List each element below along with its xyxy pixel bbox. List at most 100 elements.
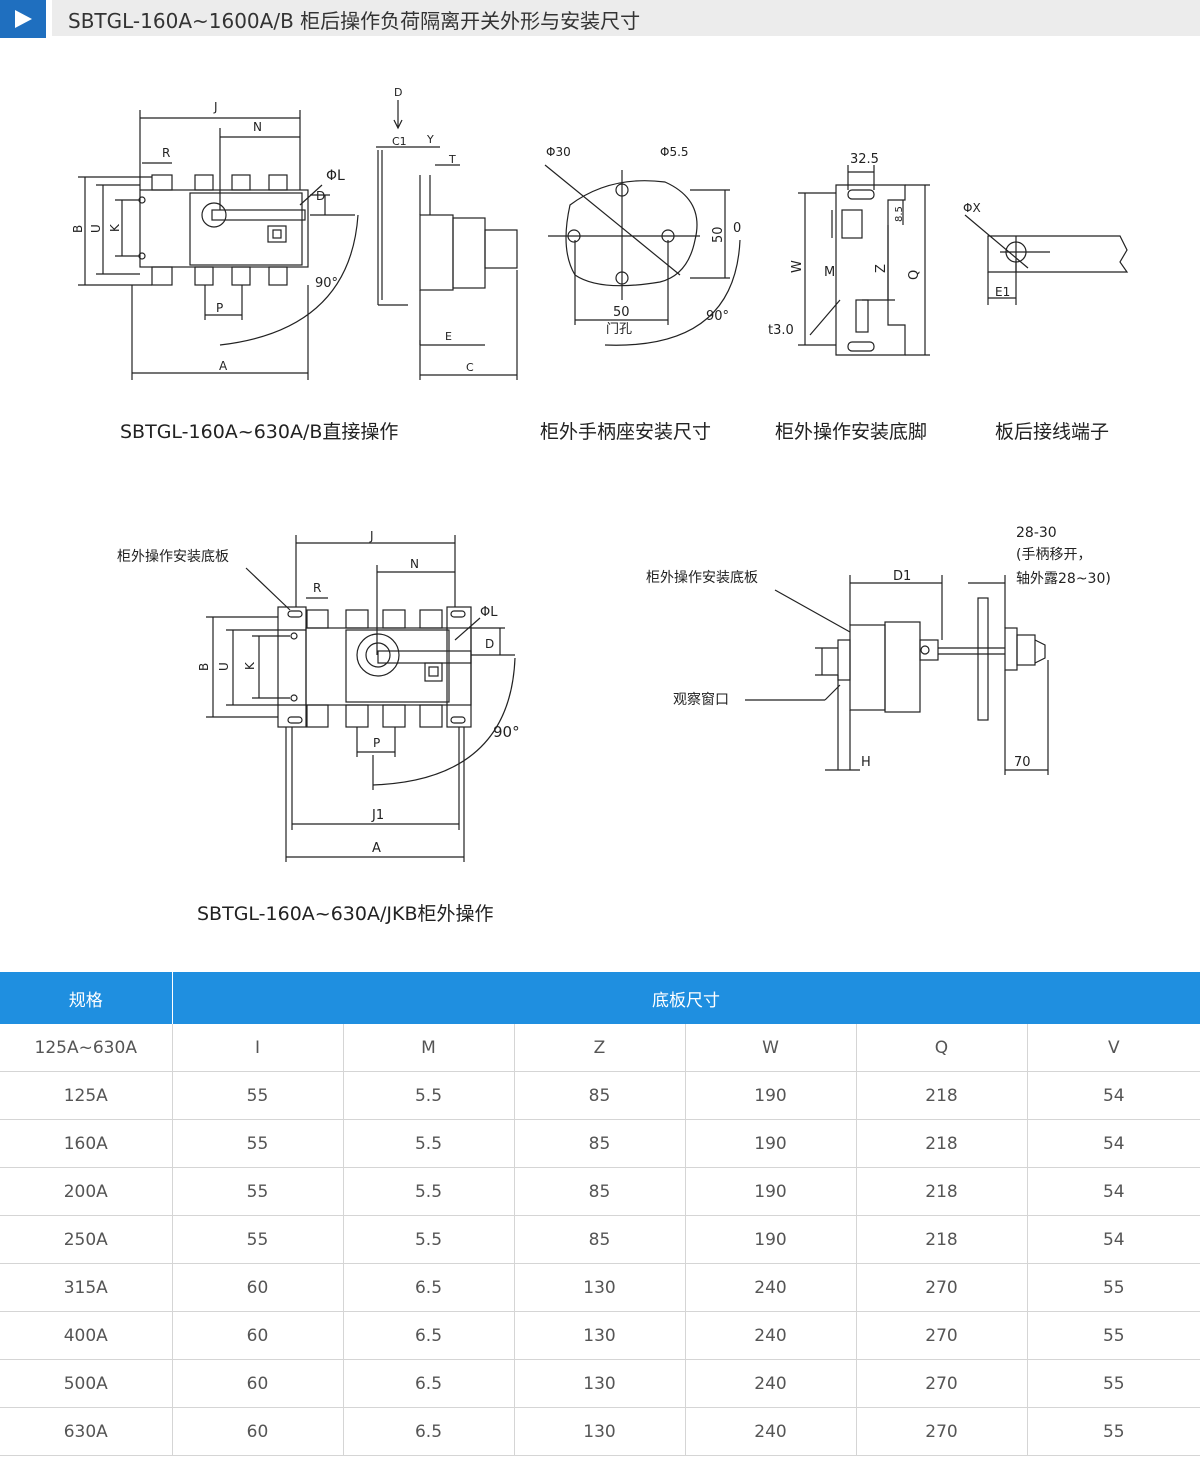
caption-mounting-foot: 柜外操作安装底脚: [775, 421, 928, 443]
table-cell: 218: [856, 1071, 1028, 1120]
table-cell: 54: [1027, 1119, 1200, 1168]
label-50-vertical: 50: [711, 226, 726, 243]
table-cell: 55: [1027, 1359, 1200, 1408]
label-D-jkb: D: [485, 637, 494, 651]
table-cell: 55: [1027, 1407, 1200, 1456]
label-W: W: [790, 260, 805, 273]
table-cell: 130: [514, 1407, 686, 1456]
label-K: K: [108, 223, 122, 232]
table-cell: 130: [514, 1311, 686, 1360]
table-cell: 54: [1027, 1167, 1200, 1216]
label-zero: 0: [733, 221, 741, 236]
drawing-jkb-side: [745, 575, 1049, 775]
drawing-handle-seat: [544, 164, 741, 346]
label-T: T: [448, 153, 456, 166]
label-K-jkb: K: [243, 661, 257, 670]
table-cell: 270: [856, 1311, 1028, 1360]
table-cell: 315A: [0, 1263, 173, 1312]
table-cell: 160A: [0, 1119, 173, 1168]
label-N-jkb: N: [410, 557, 419, 571]
label-8-5: 8.5: [894, 206, 905, 222]
label-N: N: [253, 120, 262, 134]
label-32-5: 32.5: [850, 152, 879, 167]
table-cell: 218: [856, 1215, 1028, 1264]
header-bar: [52, 0, 1200, 36]
label-phiL-jkb: ΦL: [480, 605, 498, 620]
label-phiL: ΦL: [326, 168, 345, 184]
label-A-jkb: A: [372, 841, 381, 856]
label-plate-side: 柜外操作安装底板: [646, 570, 758, 586]
label-D: D: [316, 189, 325, 203]
label-M: M: [824, 265, 835, 280]
table-cell: M: [343, 1024, 515, 1072]
label-note-shaft: 轴外露28~30): [1016, 571, 1111, 587]
label-Q: Q: [907, 270, 922, 280]
table-cell: 130: [514, 1359, 686, 1408]
label-range: 28-30: [1016, 525, 1057, 541]
label-phiX: ΦX: [963, 201, 981, 215]
table-cell: V: [1027, 1024, 1200, 1072]
table-cell: 60: [172, 1263, 344, 1312]
caption-jkb-operation: SBTGL-160A~630A/JKB柜外操作: [197, 903, 494, 925]
table-cell: 190: [685, 1071, 857, 1120]
label-P: P: [216, 301, 223, 315]
table-cell: 240: [685, 1359, 857, 1408]
label-door-hole: 门孔: [606, 322, 632, 337]
table-header-row: 规格 底板尺寸: [0, 972, 1200, 1024]
table-cell: 500A: [0, 1359, 173, 1408]
label-phi55: Φ5.5: [660, 145, 689, 159]
table-cell: 270: [856, 1263, 1028, 1312]
label-U: U: [89, 224, 103, 233]
table-cell: 125A: [0, 1071, 173, 1120]
label-A: A: [219, 359, 228, 373]
table-cell: 5.5: [343, 1119, 515, 1168]
label-90deg-jkb: 90°: [493, 723, 520, 741]
table-cell: 400A: [0, 1311, 173, 1360]
table-cell: 55: [172, 1119, 344, 1168]
table-cell: W: [685, 1024, 857, 1072]
table-cell: 218: [856, 1167, 1028, 1216]
label-H: H: [861, 755, 871, 770]
technical-drawings: J N R ΦL B U K D P A 90° D C1 Y T E C: [71, 86, 1129, 862]
table-cell: 60: [172, 1407, 344, 1456]
table-cell: 240: [685, 1263, 857, 1312]
table-cell: 190: [685, 1167, 857, 1216]
table-cell: 270: [856, 1407, 1028, 1456]
table-cell: 5.5: [343, 1167, 515, 1216]
drawing-side-view: [376, 100, 518, 380]
label-plate-jkb: 柜外操作安装底板: [117, 549, 229, 565]
caption-direct-operation: SBTGL-160A~630A/B直接操作: [120, 421, 399, 443]
table-cell: 85: [514, 1167, 686, 1216]
label-Z: Z: [874, 264, 889, 273]
table-cell: Q: [856, 1024, 1028, 1072]
label-70: 70: [1014, 755, 1031, 770]
table-cell: 125A~630A: [0, 1024, 173, 1072]
play-arrow-icon: [15, 10, 32, 28]
table-subheader-row: 125A~630A I M Z W Q V: [0, 1024, 1200, 1072]
table-cell: 85: [514, 1071, 686, 1120]
table-cell: 6.5: [343, 1311, 515, 1360]
label-J: J: [213, 100, 218, 114]
table-cell: 55: [172, 1071, 344, 1120]
table-cell: 55: [1027, 1263, 1200, 1312]
table-cell: 130: [514, 1263, 686, 1312]
label-Y: Y: [426, 133, 434, 146]
label-note-handle: (手柄移开，: [1016, 547, 1091, 563]
table-cell: 85: [514, 1119, 686, 1168]
label-50-horizontal: 50: [613, 305, 630, 320]
label-J1: J1: [371, 808, 384, 823]
label-D-side: D: [394, 86, 402, 99]
label-observe-window: 观察窗口: [673, 691, 729, 708]
drawing-jkb-operation: [206, 535, 516, 862]
label-J-jkb: J: [369, 529, 374, 543]
label-U-jkb: U: [217, 662, 231, 671]
table-cell: 270: [856, 1359, 1028, 1408]
